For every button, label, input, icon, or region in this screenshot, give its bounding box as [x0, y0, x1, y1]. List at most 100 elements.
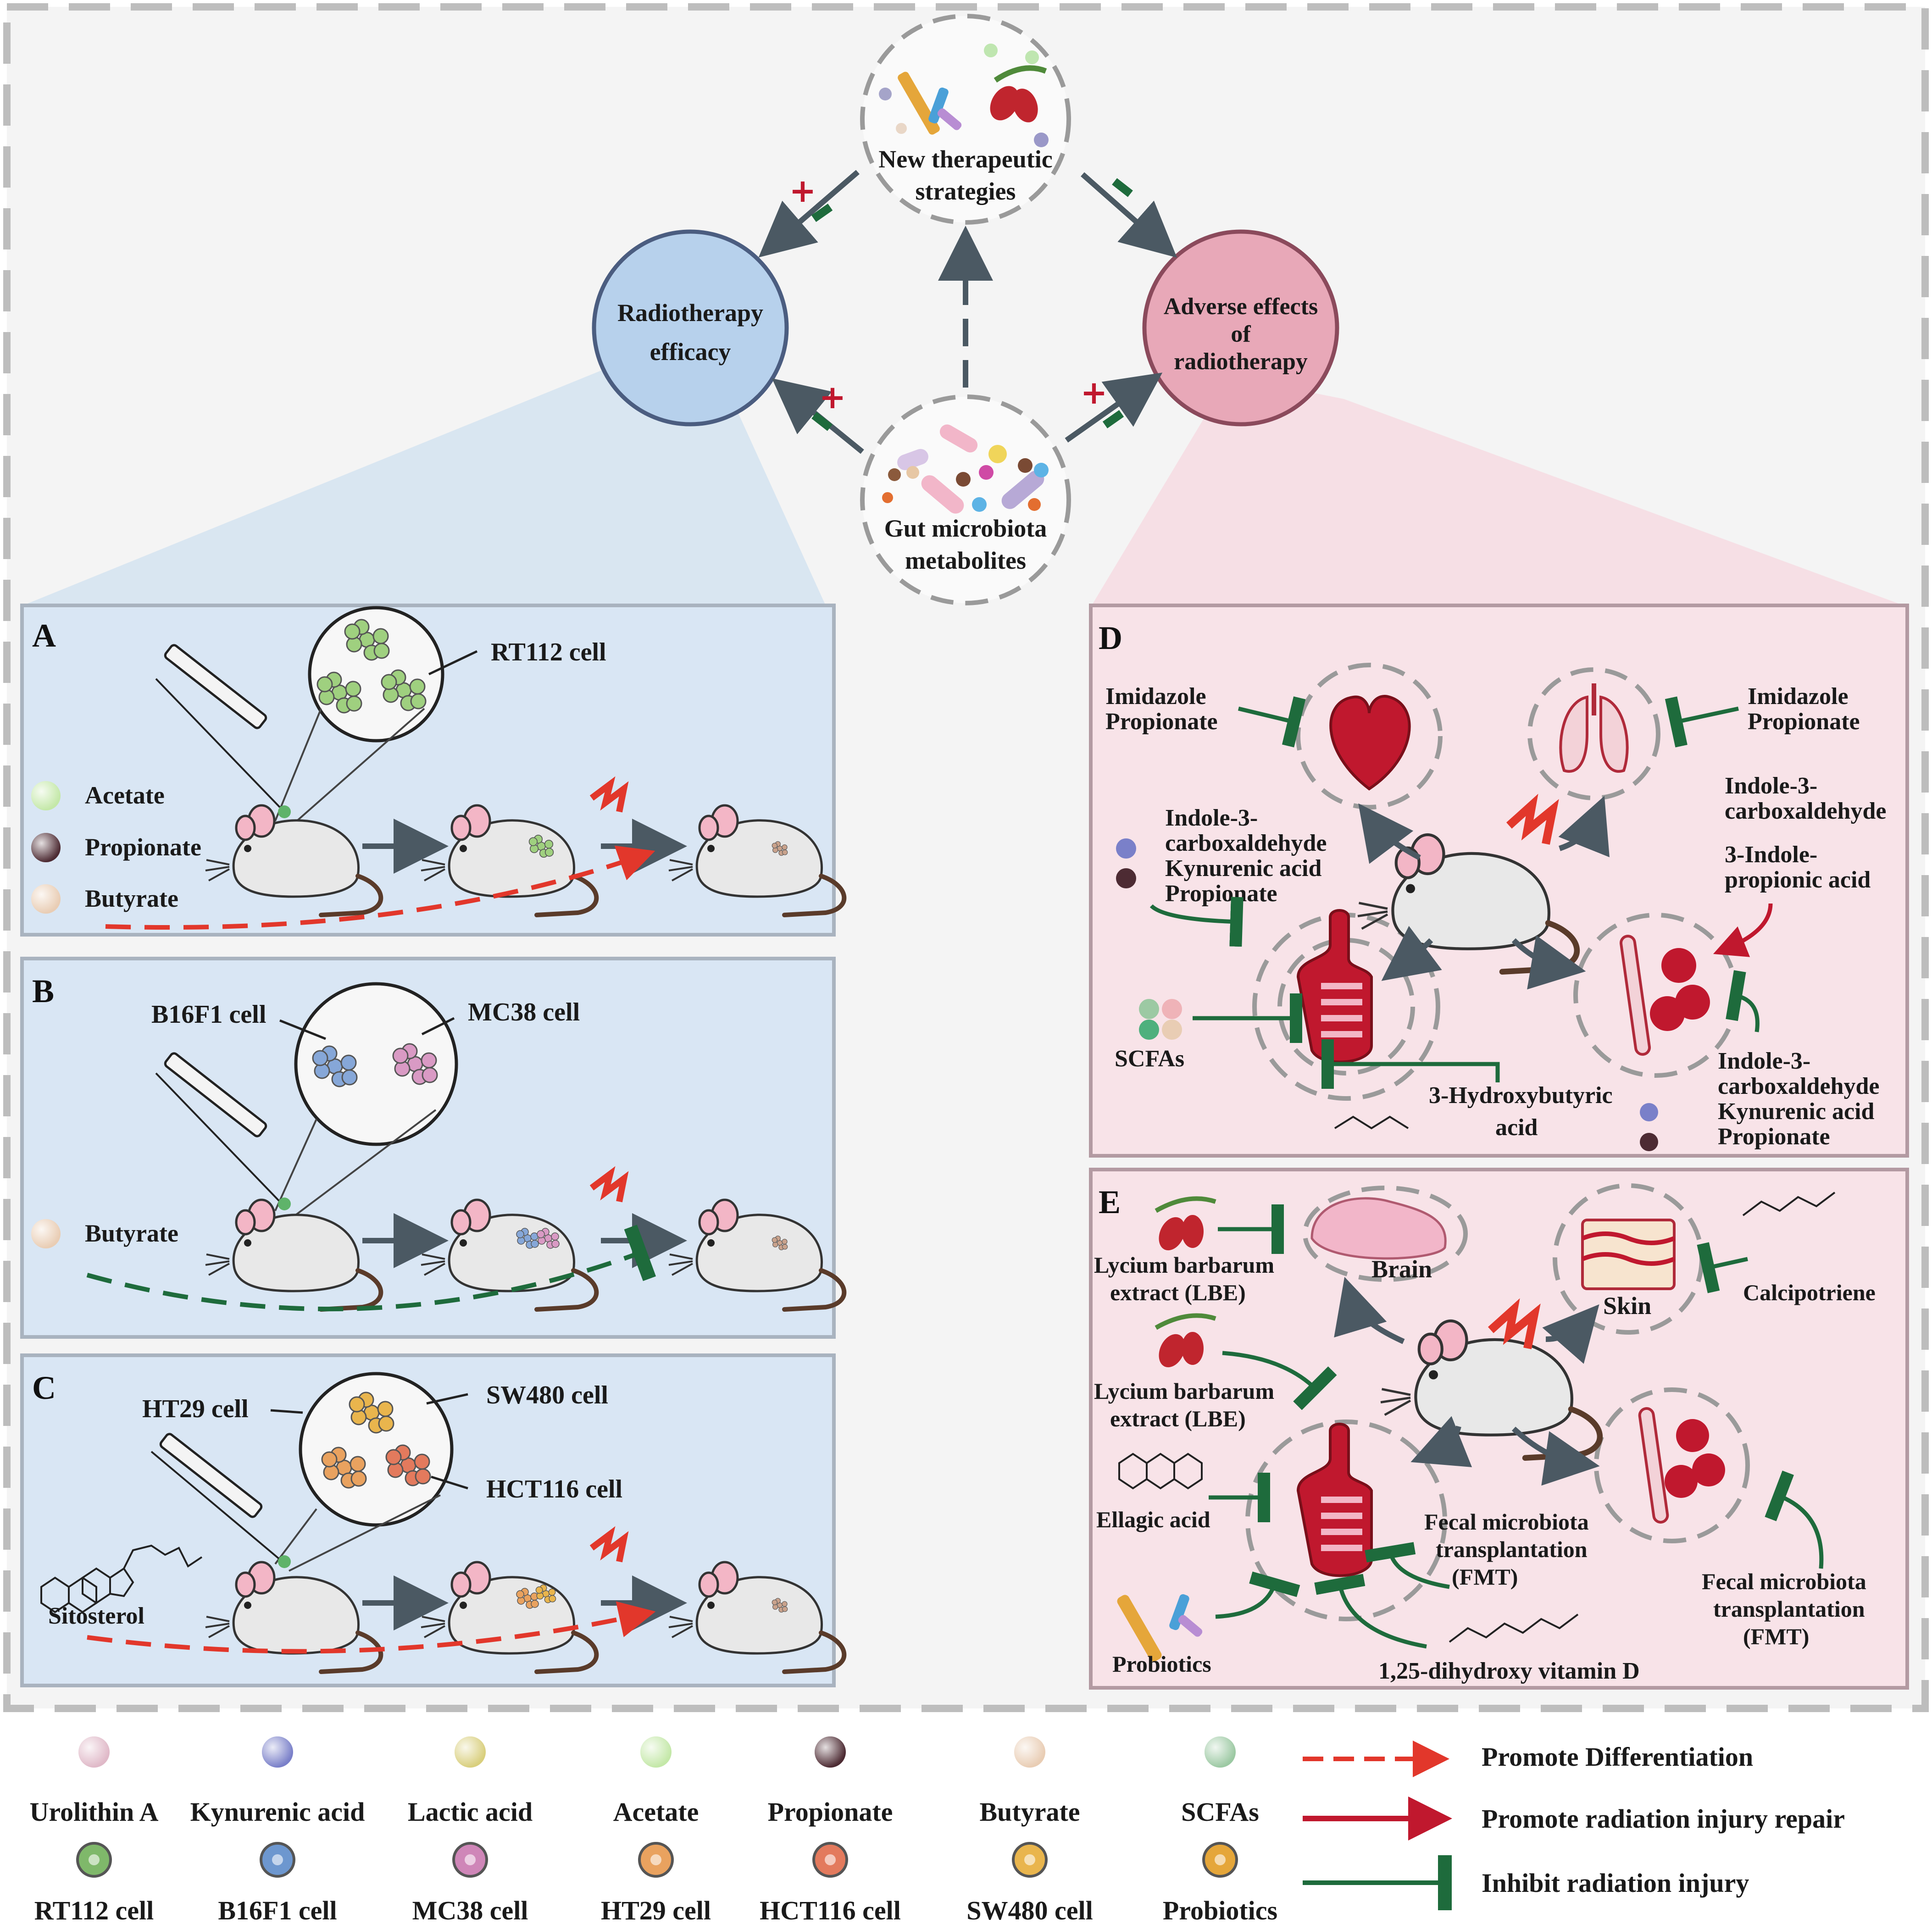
arrow-strategies-to-efficacy [758, 170, 860, 258]
e-fmt-gut-3: (FMT) [1452, 1564, 1518, 1590]
mc38-label: MC38 cell [468, 998, 580, 1026]
d-hydroxybutyric-1: 3-Hydroxybutyric [1429, 1082, 1613, 1109]
legend-cell-nucleus-2 [465, 1854, 476, 1865]
d-imidazole-left-2: Propionate [1105, 709, 1218, 735]
blue-wedge [23, 367, 826, 605]
legend-cell-label-3: HT29 cell [601, 1896, 711, 1924]
panel-a-letter: A [32, 617, 56, 654]
legend-cell-nucleus-1 [272, 1854, 283, 1865]
legend-cell-label-2: MC38 cell [412, 1896, 528, 1924]
adverse-effects-node: Adverse effects of radiotherapy [1142, 229, 1339, 427]
goji-icon [1155, 1196, 1216, 1251]
legend-metabolite-highlight-6 [1205, 1736, 1236, 1768]
butyrate-b-label: Butyrate [85, 1220, 178, 1247]
d-bone-3: Kynurenic acid [1718, 1098, 1874, 1125]
d-hydroxybutyric-2: acid [1495, 1114, 1538, 1141]
legend-cell-nucleus-5 [1024, 1854, 1035, 1865]
e-lbe-2-l1: Lycium barbarum [1094, 1378, 1274, 1404]
d-left-4: Propionate [1165, 881, 1277, 907]
e-probiotics: Probiotics [1112, 1651, 1211, 1677]
d-imidazole-right-1: Imidazole [1748, 683, 1849, 710]
legend-cell-label-6: Probiotics [1163, 1896, 1277, 1924]
arrow-strategies-to-adverse [1081, 172, 1177, 258]
butyrate-label: Butyrate [85, 885, 178, 912]
legend-cell-label-5: SW480 cell [966, 1896, 1093, 1924]
e-fmt-gut-1: Fecal microbiota [1424, 1509, 1589, 1535]
e-skin: Skin [1603, 1292, 1651, 1320]
propionate-label: Propionate [85, 833, 201, 861]
panel-b-letter: B [32, 973, 54, 1009]
gut-line2: metabolites [905, 547, 1026, 574]
legend-metabolite-highlight-4 [815, 1736, 846, 1768]
legend-metabolite-label-2: Lactic acid [408, 1797, 533, 1827]
d-imidazole-left-1: Imidazole [1105, 683, 1206, 710]
arrow-gut-to-adverse [1065, 372, 1163, 443]
panel-c-letter: C [32, 1370, 56, 1406]
d-imidazole-right-2: Propionate [1748, 709, 1860, 735]
efficacy-line1: Radiotherapy [617, 299, 763, 327]
legend-cell-nucleus-6 [1215, 1854, 1226, 1865]
d-right-4: propionic acid [1725, 867, 1871, 893]
gut-line1: Gut microbiota [884, 515, 1047, 542]
legend-metabolite-label-5: Butyrate [979, 1797, 1080, 1827]
d-bone-1: Indole-3- [1718, 1048, 1810, 1074]
acetate-label: Acetate [85, 782, 165, 809]
e-calcipotriene: Calcipotriene [1743, 1280, 1876, 1305]
d-left-2: carboxaldehyde [1165, 830, 1327, 856]
sitosterol-structure [40, 1544, 203, 1613]
minus-sign-4 [1102, 410, 1124, 428]
e-fmt-gut-2: transplantation [1436, 1536, 1588, 1562]
radiotherapy-efficacy-node: Radiotherapy efficacy [592, 229, 789, 427]
panel-a: A RT112 cell Acetate Propionate Butyrate [20, 604, 844, 937]
d-right-3: 3-Indole- [1725, 842, 1817, 868]
legend-metabolite-label-1: Kynurenic acid [190, 1797, 365, 1827]
sw480-label: SW480 cell [486, 1381, 608, 1409]
new-strategies-node: New therapeutic strategies [860, 14, 1071, 225]
e-vitd: 1,25-dihydroxy vitamin D [1378, 1658, 1640, 1684]
legend-cell-label-4: HCT116 cell [760, 1896, 901, 1924]
e-brain: Brain [1371, 1255, 1432, 1283]
minus-sign-3 [811, 412, 833, 431]
minus-sign-1 [811, 204, 833, 222]
d-right-1: Indole-3- [1725, 773, 1817, 799]
ellagic-structure [1118, 1453, 1203, 1490]
panel-d-letter: D [1099, 620, 1122, 656]
legend-metabolite-highlight-3 [640, 1736, 672, 1768]
hct116-label: HCT116 cell [486, 1475, 622, 1503]
legend-promote-differentiation: Promote Differentiation [1482, 1742, 1753, 1772]
panel-c: C HT29 cell SW480 cell HCT116 cell [20, 1353, 844, 1687]
e-fmt-bone-2: transplantation [1713, 1596, 1865, 1622]
e-lbe-1-l1: Lycium barbarum [1094, 1252, 1274, 1278]
legend-metabolite-highlight-5 [1014, 1736, 1045, 1768]
legend-cell-nucleus-0 [89, 1854, 100, 1865]
legend-inhibit: Inhibit radiation injury [1482, 1868, 1749, 1898]
legend-metabolite-highlight-2 [455, 1736, 486, 1768]
legend-cell-nucleus-3 [650, 1854, 661, 1865]
gut-metabolites-node: Gut microbiota metabolites [860, 394, 1071, 605]
d-right-2: carboxaldehyde [1725, 798, 1886, 824]
panel-e: E Brain Skin Lycium barba [1089, 1168, 1909, 1690]
legend-metabolite-label-0: Urolithin A [30, 1797, 159, 1827]
goji-icon-2 [1155, 1313, 1216, 1368]
ht29-label: HT29 cell [142, 1395, 249, 1423]
e-lbe-2-l2: extract (LBE) [1110, 1406, 1246, 1431]
minus-sign-2 [1112, 178, 1133, 197]
plus-sign-3: + [1081, 374, 1108, 411]
legend-cell-label-0: RT112 cell [34, 1896, 154, 1924]
legend-cell-nucleus-4 [825, 1854, 836, 1865]
pink-wedge [1092, 376, 1904, 605]
e-fmt-bone-3: (FMT) [1743, 1624, 1809, 1649]
e-lbe-1-l2: extract (LBE) [1110, 1280, 1246, 1305]
adverse-line1: Adverse effects [1164, 294, 1318, 320]
legend-metabolite-label-4: Propionate [768, 1797, 893, 1827]
plus-sign-1: + [789, 172, 816, 210]
adverse-line2: of [1231, 321, 1251, 347]
e-fmt-bone-1: Fecal microbiota [1702, 1569, 1866, 1594]
rt112-label: RT112 cell [491, 638, 606, 666]
probiotics-icon [1117, 1594, 1203, 1662]
d-left-3: Kynurenic acid [1165, 855, 1321, 882]
